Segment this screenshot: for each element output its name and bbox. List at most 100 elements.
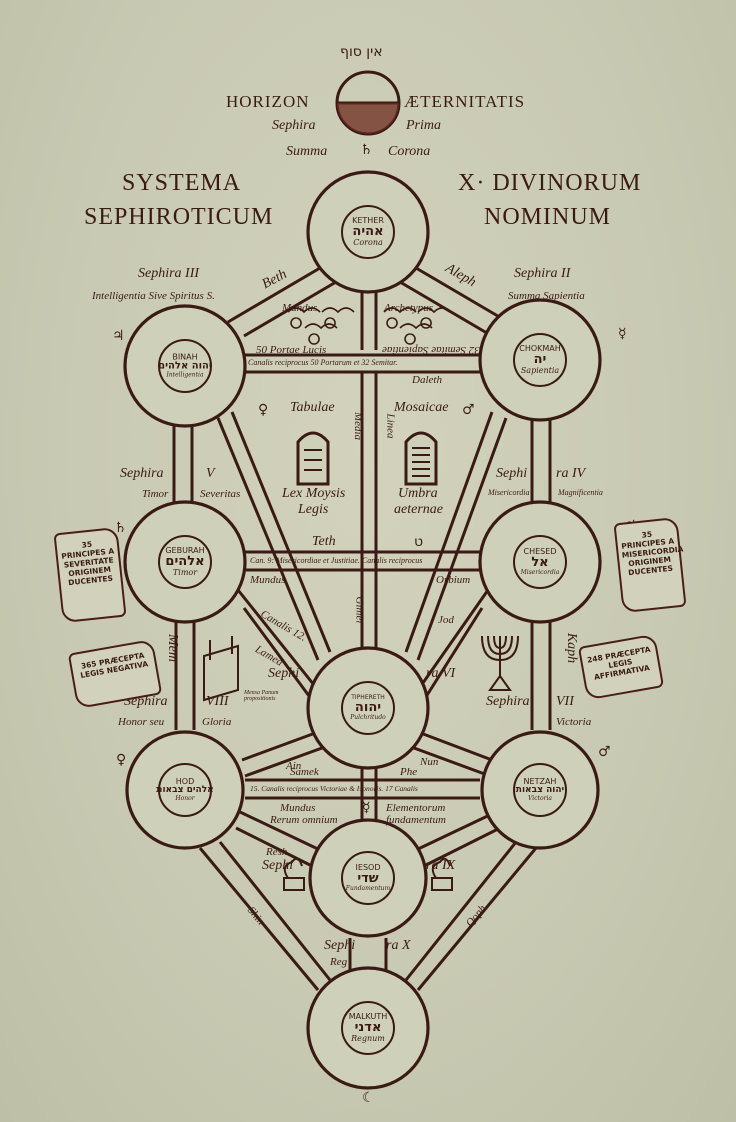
scroll-35-misericordia: 35 PRINCIPES A MISERICORDIA ORIGINEM DUC… — [613, 516, 687, 614]
sephira-vi-label-b: ra VI — [426, 666, 456, 681]
sephira-kether: KETHER אהיה Corona — [352, 215, 384, 247]
misericordia-label: Misericordia — [488, 488, 530, 497]
tabulae-label: Tabulae — [290, 400, 335, 415]
honor-seu-label: Honor seu — [118, 716, 165, 728]
mundus-label: Mundus — [282, 302, 318, 314]
sephira-latin: Corona — [353, 237, 383, 247]
canalis-15-label: 15. Canalis reciprocus Victoriae & Honor… — [250, 784, 418, 793]
mensa-label: Mensa Panum propositionis — [244, 690, 279, 702]
sephira-latin: Pulchritudo — [350, 713, 386, 721]
sephira-name: TIPHERETH — [351, 693, 385, 701]
timor-label: Timor — [142, 488, 169, 500]
saturn-icon-left: ♄ — [114, 520, 127, 536]
sephira-latin: Fundamentum — [345, 884, 391, 892]
shewbread-table — [203, 636, 239, 702]
altar-left — [283, 857, 305, 891]
altar-right — [431, 857, 453, 891]
sephira-latin: Regnum — [351, 1033, 385, 1043]
sephira-iv-label-a: Sephi — [496, 466, 528, 481]
corona-label: Corona — [388, 144, 431, 159]
sephira-viii-num: VIII — [206, 694, 229, 709]
lex-moysis-label: Lex Moysis — [282, 486, 346, 501]
sephira-chokmah: CHOKMAH יה Sapientia — [519, 343, 561, 375]
portae-lucis-label: 50 Portae Lucis — [256, 344, 327, 356]
sephira-geburah: GEBURAH אלהים Timor — [165, 546, 204, 577]
sephira-name: CHOKMAH — [519, 343, 561, 353]
regnum-label: Reg — [330, 956, 348, 968]
rerum-omnium-label: Rerum omnium — [270, 814, 338, 826]
horizon-label: HORIZON — [226, 92, 310, 111]
sephira-vii-num: VII — [556, 694, 574, 709]
sephira-netzah: NETZAH יהוה צבאות Victoria — [516, 776, 564, 802]
archetypus-label: Archetypus — [384, 302, 434, 314]
title-divinorum: X· DIVINORUM — [458, 170, 642, 196]
venus-icon-left: ♀ — [116, 752, 127, 768]
mundus-rerum-label: Mundus — [280, 802, 316, 814]
kether-circle — [306, 170, 430, 294]
mundus-2-label: Mundus — [250, 574, 286, 586]
sephira-latin: Misericordia — [520, 568, 560, 576]
teth-hebrew: ט — [414, 534, 424, 550]
semitae-label: 32 Semitae Sapientiae — [382, 344, 480, 356]
mars-icon-right: ♂ — [598, 744, 611, 760]
samek-label: Samek — [290, 766, 319, 778]
mercury-icon-right: ☿ — [618, 326, 627, 342]
sephira-name: HOD — [175, 776, 195, 786]
jupiter-icon-left: ♃ — [112, 328, 125, 344]
sephira-divine-name: יהוה — [354, 700, 382, 716]
moon-icon: ☾ — [362, 1090, 375, 1106]
sephira-vii-label: Sephira — [486, 694, 530, 709]
orbium-label: Orbium — [436, 574, 471, 586]
sephira-ii-sub: Summa Sapientia — [508, 290, 585, 302]
mars-icon: ♂ — [462, 402, 475, 418]
legis-label: Legis — [298, 502, 329, 517]
phe-label: Phe — [400, 766, 418, 778]
menorah — [481, 635, 519, 691]
sephira-name: IESOD — [355, 862, 381, 872]
tablet-right — [404, 431, 438, 486]
sephira-divine-name: אדני — [354, 1020, 382, 1036]
ain-soph-hebrew: אין סוף — [340, 44, 383, 60]
teth-label: Teth — [312, 534, 336, 549]
tablet-left — [296, 431, 330, 486]
sephira-x-label-b: ra X — [386, 938, 411, 953]
victoria-label: Victoria — [556, 716, 592, 728]
elementorum-label: Elementorum — [386, 802, 446, 814]
gloria-label: Gloria — [202, 716, 232, 728]
horizon-hatch — [337, 103, 399, 134]
sephira-divine-name: אלהים צבאות — [156, 785, 214, 796]
sephira-ix-label-a: Sephi — [262, 858, 294, 873]
sephira-iii-label: Sephira III — [138, 266, 200, 281]
sephira-x-label-a: Sephi — [324, 938, 356, 953]
sephira-malkuth: MALKUTH אדני Regnum — [349, 1012, 388, 1043]
title-systema: SYSTEMA — [122, 170, 242, 196]
sephira-v-num: V — [206, 466, 215, 481]
sephira-ii-label: Sephira II — [514, 266, 571, 281]
sephira-jesod: IESOD שדי Fundamentum — [345, 862, 391, 892]
sephira-iv-label-b: ra IV — [556, 466, 586, 481]
sephira-latin: Victoria — [528, 794, 552, 802]
canalis-9-label: Can. 9: Misericordiae et Justitiae. Cana… — [250, 556, 423, 565]
sephira-divine-name: יה — [533, 352, 547, 368]
sephira-tiphereth: TIPHERETH יהוה Pulchritudo — [350, 693, 386, 721]
sephira-divine-name: יהוה אלהים — [158, 360, 212, 372]
sephira-name: BINAH — [172, 352, 198, 362]
sephira-divine-name: שדי — [357, 871, 379, 887]
sephira-name: NETZAH — [523, 776, 557, 786]
sephira-prima-right: Prima — [406, 118, 441, 133]
sephira-latin: Intelligentia — [166, 371, 204, 379]
sephira-name: KETHER — [352, 215, 384, 225]
title-sephiroticum: SEPHIROTICUM — [84, 204, 274, 230]
canalis-reciprocus-top: Canalis reciprocus 50 Portarum et 32 Sem… — [248, 358, 398, 367]
sephira-latin: Timor — [172, 567, 198, 577]
magnificentia-label: Magnificentia — [558, 488, 603, 497]
sephira-hod: HOD אלהים צבאות Honor — [156, 776, 214, 802]
sephira-chesed: CHESED אל Misericordia — [520, 547, 560, 576]
sephira-vi-label-a: Sephi — [268, 666, 300, 681]
nun-label: Nun — [420, 756, 439, 768]
severitas-label: Severitas — [200, 488, 241, 500]
fundamentum-label: fundamentum — [386, 814, 446, 826]
mosaicae-label: Mosaicae — [394, 400, 449, 415]
sephira-divine-name: אהיה — [352, 224, 384, 240]
